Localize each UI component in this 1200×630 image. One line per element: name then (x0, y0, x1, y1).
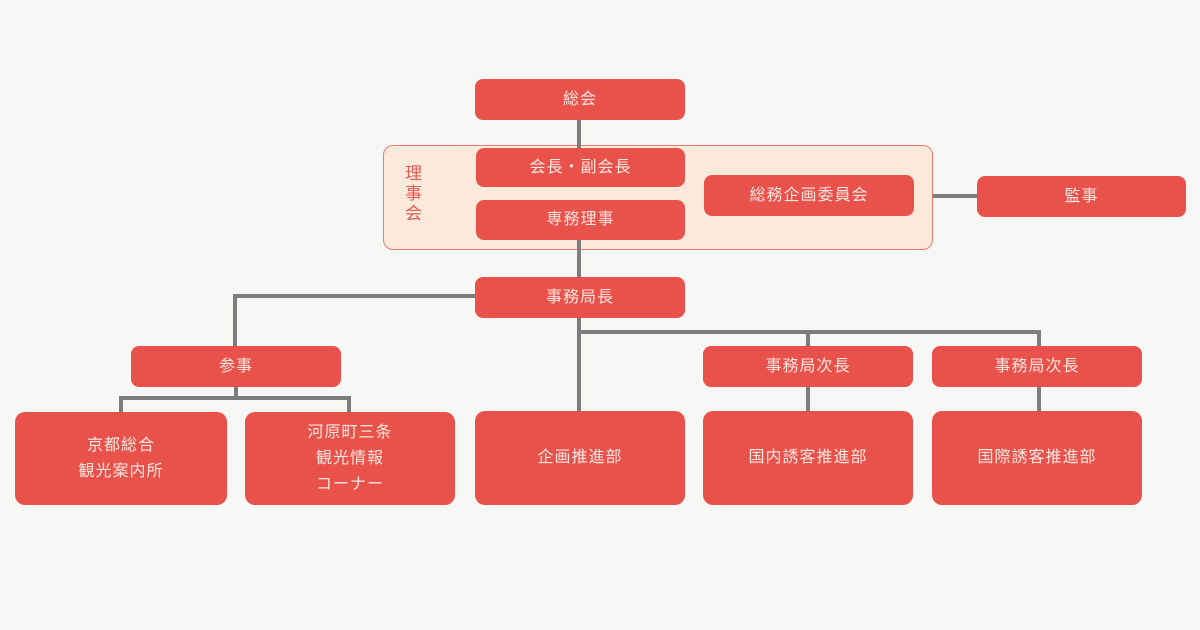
connector-drop-deputy-right (1037, 330, 1041, 347)
node-label-line: コーナー (315, 475, 384, 493)
connector-director-secretary-general (577, 240, 581, 277)
node-kyoto-general-tourist-information-center: 京都総合 観光案内所 (15, 412, 227, 505)
connector-board-auditor (933, 194, 977, 198)
connector-deputy-domestic-dept (806, 387, 810, 411)
node-secretary-general: 事務局長 (475, 277, 685, 318)
node-general-affairs-planning-committee: 総務企画委員会 (704, 175, 914, 216)
node-president-vice-president: 会長・副会長 (476, 148, 685, 187)
connector-secretary-counselor-vertical (233, 294, 237, 346)
node-planning-promotion-department: 企画推進部 (475, 411, 685, 505)
node-general-assembly: 総会 (475, 79, 685, 120)
connector-counselor-split-horizontal (119, 396, 351, 400)
connector-drop-deputy-left (806, 330, 810, 347)
connector-counselor-stem (234, 387, 238, 400)
connector-deputy-international-dept (1037, 387, 1041, 411)
node-label-line: 京都総合 (86, 436, 155, 454)
node-label-line: 観光案内所 (78, 462, 164, 480)
node-label-line: 観光情報 (315, 449, 384, 467)
board-of-directors-label: 理事会 (402, 164, 421, 224)
node-deputy-secretary-general-left: 事務局次長 (703, 346, 913, 387)
node-kawaramachi-sanjo-tourist-information-corner: 河原町三条 観光情報 コーナー (245, 412, 455, 505)
connector-drop-kyoto-center (119, 396, 123, 412)
node-counselor: 参事 (131, 346, 341, 387)
node-executive-director: 専務理事 (476, 200, 685, 240)
node-deputy-secretary-general-right: 事務局次長 (932, 346, 1142, 387)
connector-assembly-president (577, 120, 581, 148)
node-label-line: 河原町三条 (307, 423, 393, 441)
node-auditor: 監事 (977, 176, 1186, 217)
connector-secretary-counselor-horizontal (233, 294, 475, 298)
connector-secretary-planning-dept (577, 318, 581, 411)
node-international-visitor-promotion-department: 国際誘客推進部 (932, 411, 1142, 505)
connector-drop-kawaramachi-corner (347, 396, 351, 412)
node-domestic-visitor-promotion-department: 国内誘客推進部 (703, 411, 913, 505)
